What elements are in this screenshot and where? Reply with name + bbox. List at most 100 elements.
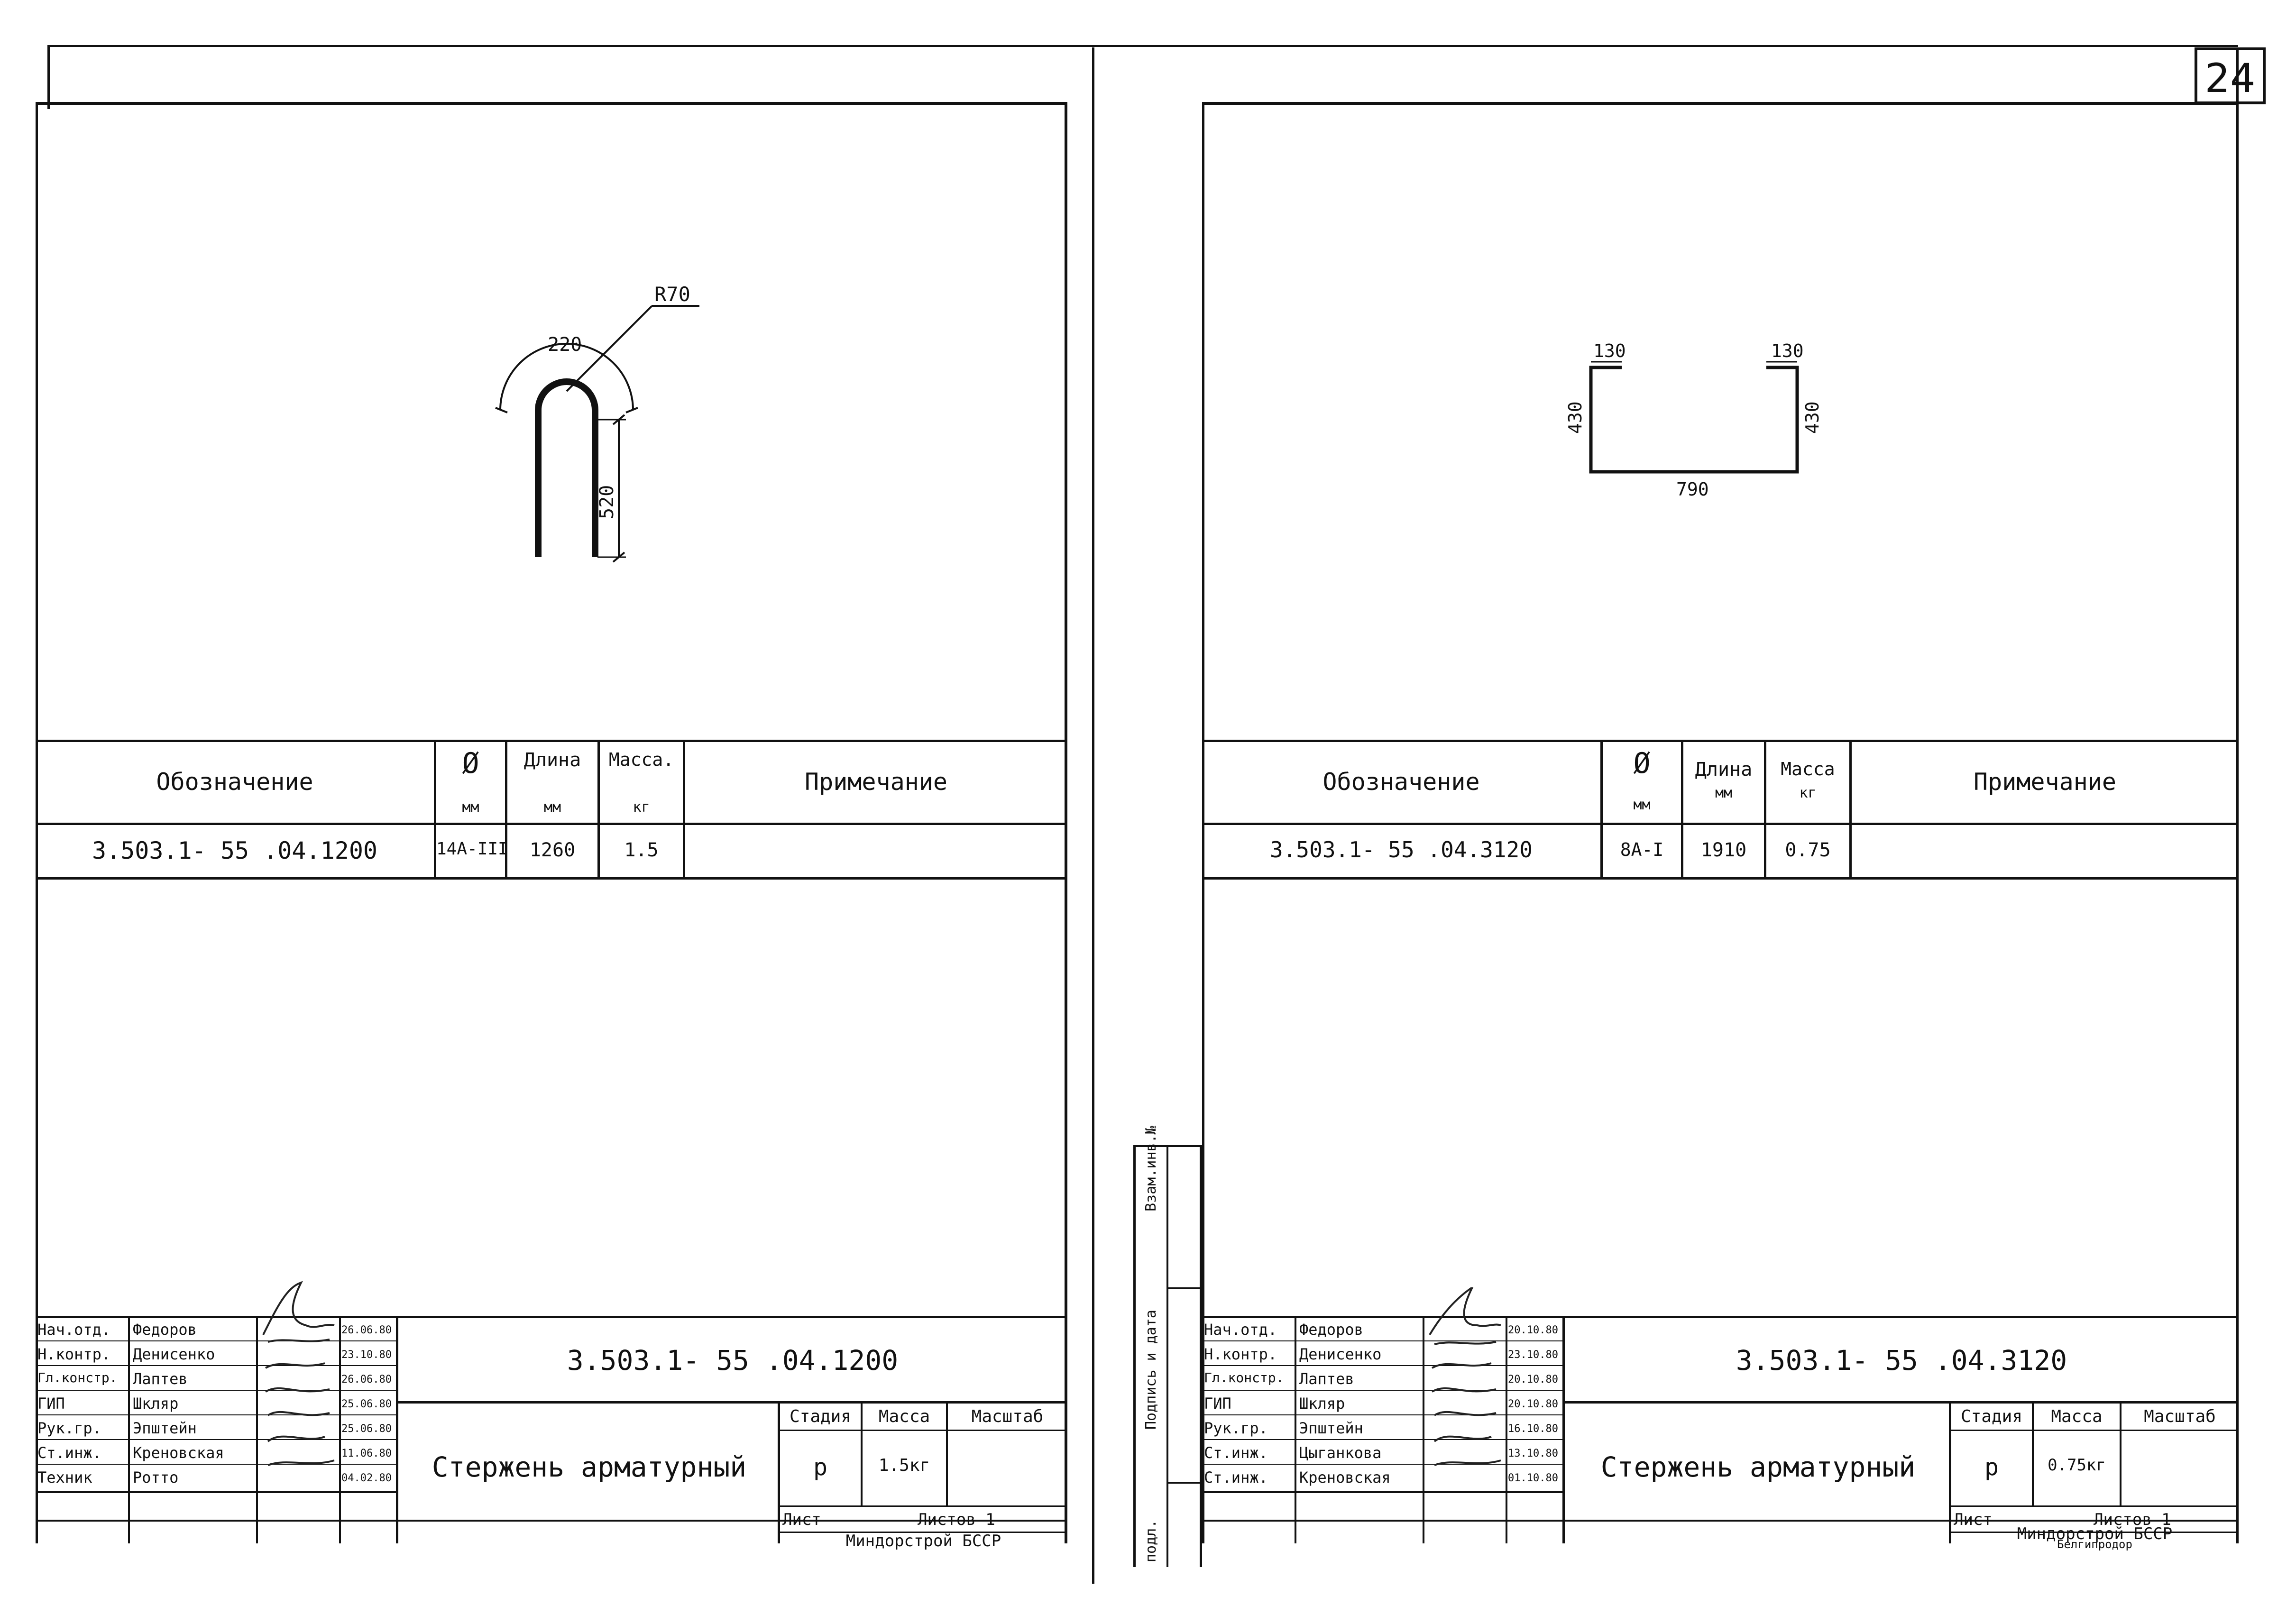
staff-name: Эпштейн (133, 1419, 197, 1437)
staff-name: Денисенко (1299, 1345, 1382, 1363)
header-note: Примечание (804, 768, 948, 796)
header-length-unit: мм (543, 799, 561, 816)
u-bar-drawing: R70 220 520 (495, 283, 699, 563)
doc-code: 3.503.1- 55 .04.1200 (567, 1344, 899, 1376)
frame-right (2236, 47, 2239, 1543)
staff-date: 01.10.80 (1508, 1472, 1558, 1484)
stage-label: Стадия (789, 1407, 852, 1426)
header-diameter-unit: мм (462, 799, 479, 816)
mass-value: 1.5кг (878, 1456, 930, 1475)
row-designation: 3.503.1- 55 .04.1200 (92, 837, 378, 864)
sheet-right: 130 130 430 430 790 Обозначение Ø мм Дли… (1202, 47, 2239, 1551)
staff-role: Нач.отд. (37, 1321, 111, 1339)
staff-date: 20.10.80 (1508, 1374, 1558, 1385)
staff-name: Креновская (133, 1444, 224, 1462)
left-margin-line (47, 45, 50, 109)
header-diameter-unit: мм (1633, 797, 1651, 813)
top-border (47, 45, 2238, 47)
mass-value: 0.75кг (2048, 1456, 2106, 1475)
staff-name: Эпштейн (1299, 1419, 1363, 1437)
staff-date: 25.06.80 (341, 1423, 392, 1435)
side-stamp: Взам.инв.№ Подпись и дата подл. (1133, 1126, 1202, 1567)
dim-bottom: 790 (1676, 479, 1709, 500)
staff-role: Н.контр. (37, 1345, 111, 1363)
staff-date: 25.06.80 (341, 1398, 392, 1410)
stamp-podl: подл. (1143, 1519, 1159, 1562)
staff-date: 11.06.80 (341, 1448, 392, 1459)
row-designation: 3.503.1- 55 .04.3120 (1270, 837, 1533, 862)
stage-label: Стадия (1960, 1407, 2023, 1426)
header-mass-unit: кг (1799, 785, 1817, 801)
staff-role: Ст.инж. (37, 1444, 101, 1462)
header-diameter-symbol: Ø (462, 747, 479, 780)
frame-top (1202, 102, 2238, 105)
staff-role: Гл.констр. (37, 1370, 118, 1385)
header-length: Длина (523, 749, 581, 771)
sheet-label: Лист (1954, 1510, 1993, 1529)
staff-name: Федоров (1299, 1321, 1363, 1339)
stage-value: р (813, 1453, 828, 1481)
header-length: Длина (1695, 759, 1753, 780)
scale-label: Масштаб (971, 1407, 1044, 1426)
sheets-count: Листов 1 (2094, 1510, 2171, 1529)
dim-hook-right: 130 (1771, 340, 1804, 361)
header-length-unit: мм (1715, 785, 1733, 801)
staff-name: Шкляр (1299, 1395, 1345, 1413)
doc-title: Стержень арматурный (432, 1451, 747, 1483)
staff-name: Шкляр (133, 1395, 179, 1413)
spec-table: Обозначение Ø мм Длина мм Масса. кг Прим… (36, 740, 1067, 887)
title-block: Нач.отд. Федоров 26.06.80 Н.контр. Денис… (36, 1281, 1067, 1551)
staff-role: Рук.гр. (1204, 1419, 1268, 1437)
row-diameter: 14А-III (436, 839, 508, 859)
staff-role: Техник (37, 1468, 92, 1486)
org-name: Миндорстрой БССР (2017, 1524, 2173, 1543)
dim-height-left: 430 (1565, 401, 1586, 434)
row-length: 1910 (1700, 839, 1747, 861)
doc-code: 3.503.1- 55 .04.3120 (1736, 1344, 2067, 1376)
staff-date: 26.06.80 (341, 1374, 392, 1385)
center-fold-line (1092, 47, 1094, 1584)
dim-height-right: 430 (1802, 401, 1823, 434)
signature (262, 1281, 335, 1466)
row-length: 1260 (529, 839, 576, 861)
dim-radius: R70 (654, 283, 690, 306)
staff-name: Федоров (133, 1321, 197, 1339)
staff-date: 13.10.80 (1508, 1448, 1558, 1459)
staff-role: ГИП (37, 1395, 65, 1413)
staff-date: 23.10.80 (1508, 1349, 1558, 1361)
dim-hook-left: 130 (1593, 340, 1626, 361)
stamp-sign-date: Подпись и дата (1143, 1310, 1159, 1430)
header-designation: Обозначение (156, 768, 313, 796)
sheet-label: Лист (782, 1510, 821, 1529)
frame-top (36, 102, 1067, 105)
dim-width: 220 (548, 334, 582, 356)
header-mass: Масса. (608, 749, 674, 770)
dim-leg: 520 (596, 485, 618, 519)
page-number: 24 (2204, 55, 2256, 101)
staff-role: Ст.инж. (1204, 1468, 1268, 1486)
staff-date: 20.10.80 (1508, 1398, 1558, 1410)
header-mass: Масса (1781, 759, 1835, 780)
doc-title: Стержень арматурный (1600, 1451, 1916, 1483)
org-name: Миндорстрой БССР (845, 1532, 1001, 1551)
row-mass: 1.5 (624, 839, 659, 861)
stage-value: р (1984, 1453, 1999, 1481)
header-note: Примечание (1973, 768, 2117, 796)
header-diameter-symbol: Ø (1633, 747, 1651, 780)
staff-role: Ст.инж. (1204, 1444, 1268, 1462)
page-number-box: 24 (2195, 47, 2266, 104)
staff-date: 26.06.80 (341, 1324, 392, 1336)
header-mass-unit: кг (633, 799, 650, 816)
org-name-2: Белгипродор (2057, 1538, 2132, 1551)
stamp-inv: Взам.инв.№ (1143, 1126, 1159, 1211)
mass-label: Масса (2051, 1407, 2103, 1426)
staff-name: Креновская (1299, 1468, 1391, 1486)
staff-role: ГИП (1204, 1395, 1231, 1413)
staff-date: 04.02.80 (341, 1472, 392, 1484)
staff-role: Рук.гр. (37, 1419, 101, 1437)
staff-name: Лаптев (133, 1370, 188, 1388)
spec-table: Обозначение Ø мм Длина мм Масса кг Приме… (1202, 740, 2238, 887)
staff-name: Цыганкова (1299, 1444, 1382, 1462)
stirrup-drawing: 130 130 430 430 790 (1565, 340, 1823, 500)
staff-name: Денисенко (133, 1345, 215, 1363)
